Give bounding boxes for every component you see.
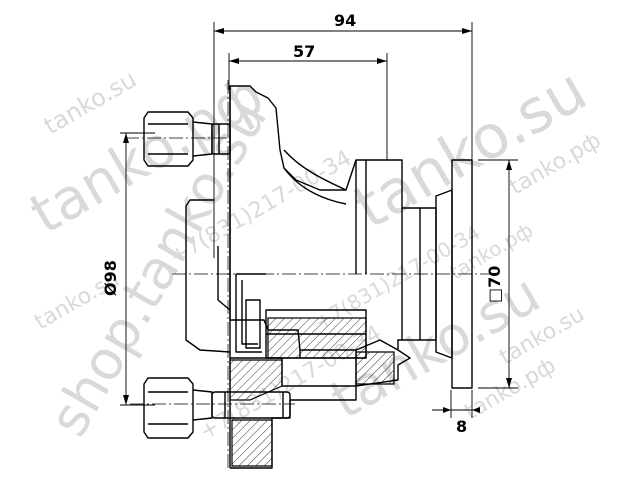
dim-diameter: Ø98 (101, 260, 120, 296)
cover-bracket (185, 199, 231, 353)
square-flange (435, 159, 473, 389)
upper-wing-nut (143, 111, 231, 167)
dimension-arrows (123, 28, 512, 413)
center-lines (125, 80, 500, 470)
dim-flange-thickness: 8 (456, 417, 467, 436)
dim-overall-length: 94 (334, 11, 356, 30)
hatched-sections (229, 317, 395, 467)
dim-square-flange: □70 (485, 266, 504, 303)
dim-inner-length: 57 (293, 42, 315, 61)
dimension-lines (120, 22, 518, 418)
